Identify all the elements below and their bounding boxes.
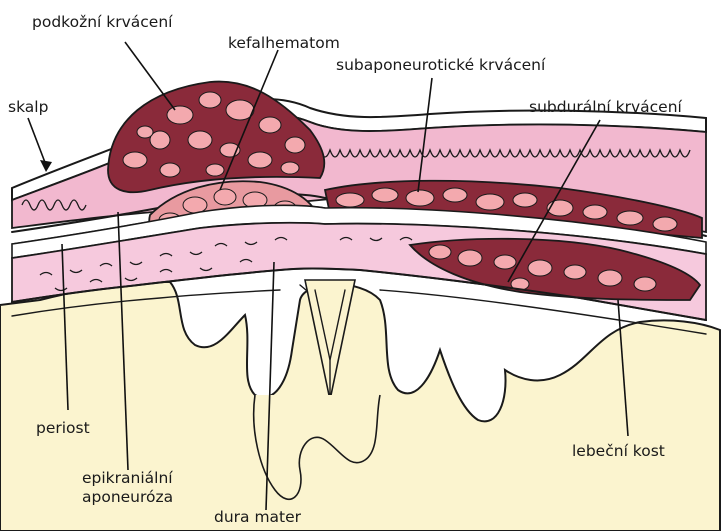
- label-dura: dura mater: [214, 508, 302, 526]
- label-skalp: skalp: [8, 98, 48, 116]
- skalp-arrowhead: [40, 160, 52, 172]
- leader-skalp: [28, 118, 46, 165]
- label-lebecni: lebeční kost: [572, 442, 665, 460]
- label-subduralni: subdurální krvácení: [529, 98, 683, 116]
- label-epikranialni-2: aponeuróza: [82, 488, 173, 506]
- label-epikranialni-1: epikraniální: [82, 469, 173, 487]
- leader-podkozni: [125, 42, 175, 110]
- label-podkozni: podkožní krvácení: [32, 13, 173, 31]
- label-subaponeuroticke: subaponeurotické krvácení: [336, 56, 546, 74]
- label-kefalhematom: kefalhematom: [228, 34, 340, 52]
- label-periost: periost: [36, 419, 90, 437]
